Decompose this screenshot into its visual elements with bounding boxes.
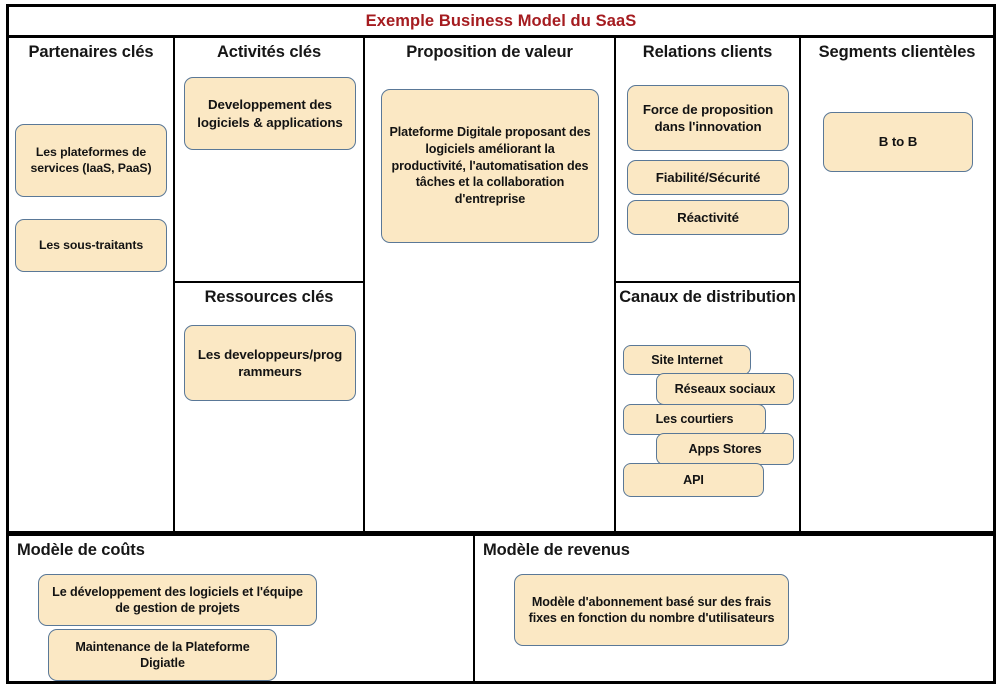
cost-structure-heading: Modèle de coûts (17, 541, 145, 559)
canvas-frame: Exemple Business Model du SaaS Partenair… (6, 4, 996, 684)
canvas-title-bar: Exemple Business Model du SaaS (9, 7, 993, 38)
value-proposition-heading: Proposition de valeur (406, 43, 573, 61)
channels-heading: Canaux de distribution (619, 288, 796, 306)
section-cost-structure: Modèle de coûts Le développement des log… (9, 533, 475, 681)
note-channel-2[interactable]: Réseaux sociaux (656, 373, 794, 405)
section-key-resources: Ressources clés Les developpeurs/prog ra… (175, 283, 365, 533)
note-channel-1[interactable]: Site Internet (623, 345, 751, 375)
note-cost-1[interactable]: Le développement des logiciels et l'équi… (38, 574, 317, 626)
note-key-partner-2[interactable]: Les sous-traitants (15, 219, 167, 272)
section-customer-relationships: Relations clients Force de proposition d… (616, 38, 801, 283)
note-revenue-1[interactable]: Modèle d'abonnement basé sur des frais f… (514, 574, 789, 646)
note-cost-2[interactable]: Maintenance de la Plateforme Digiatle (48, 629, 277, 681)
key-resources-heading: Ressources clés (204, 288, 334, 306)
note-customer-segment-1[interactable]: B to B (823, 112, 973, 172)
section-channels: Canaux de distribution Site Internet Rés… (616, 283, 801, 533)
note-key-activity-1[interactable]: Developpement des logiciels & applicatio… (184, 77, 356, 150)
note-customer-relationship-1[interactable]: Force de proposition dans l'innovation (627, 85, 789, 151)
customer-relationships-heading: Relations clients (642, 43, 773, 61)
section-revenue-streams: Modèle de revenus Modèle d'abonnement ba… (475, 533, 993, 681)
note-channel-3[interactable]: Les courtiers (623, 404, 766, 435)
section-key-partners: Partenaires clés Les plateformes de serv… (9, 38, 175, 533)
note-customer-relationship-3[interactable]: Réactivité (627, 200, 789, 235)
section-key-activities: Activités clés Developpement des logicie… (175, 38, 365, 283)
section-value-proposition: Proposition de valeur Plateforme Digital… (365, 38, 616, 533)
key-partners-heading: Partenaires clés (28, 43, 154, 61)
note-channel-5[interactable]: API (623, 463, 764, 497)
note-key-partner-1[interactable]: Les plateformes de services (IaaS, PaaS) (15, 124, 167, 197)
note-value-proposition-1[interactable]: Plateforme Digitale proposant des logici… (381, 89, 599, 243)
note-key-resource-1[interactable]: Les developpeurs/prog rammeurs (184, 325, 356, 401)
section-customer-segments: Segments clientèles B to B (801, 38, 993, 533)
note-customer-relationship-2[interactable]: Fiabilité/Sécurité (627, 160, 789, 195)
note-channel-4[interactable]: Apps Stores (656, 433, 794, 465)
revenue-streams-heading: Modèle de revenus (483, 541, 630, 559)
key-activities-heading: Activités clés (216, 43, 322, 61)
page-title: Exemple Business Model du SaaS (365, 11, 637, 30)
customer-segments-heading: Segments clientèles (818, 43, 976, 61)
